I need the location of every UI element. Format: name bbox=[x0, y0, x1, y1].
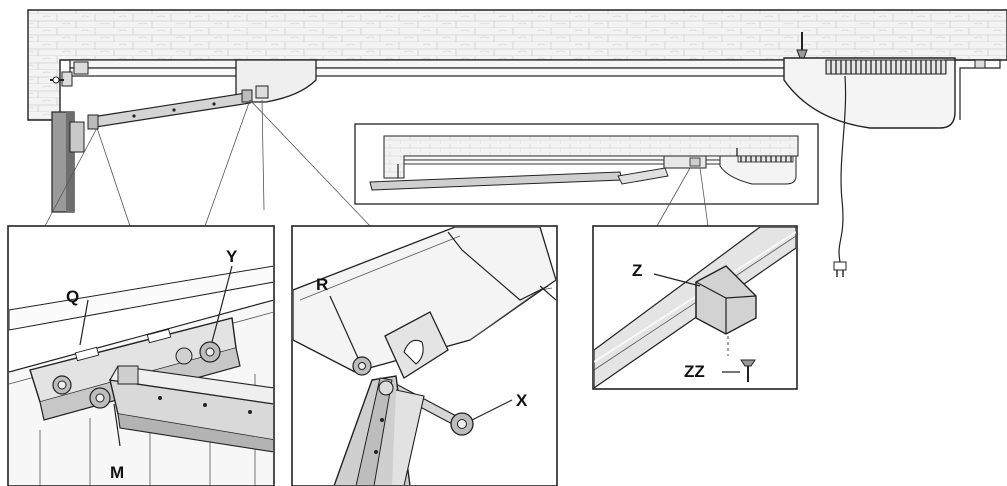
rail bbox=[69, 59, 791, 77]
label-zz: ZZ bbox=[684, 362, 705, 381]
bolt-y bbox=[175, 341, 221, 365]
label-q: Q bbox=[66, 287, 79, 306]
detail-panel-arm-bracket: Q Y M bbox=[7, 225, 275, 486]
label-y: Y bbox=[226, 247, 238, 266]
detail-panel-rail-bracket: Z ZZ bbox=[592, 225, 798, 390]
label-z: Z bbox=[632, 261, 642, 280]
screw-zz bbox=[740, 359, 756, 382]
leader-y bbox=[211, 265, 233, 343]
bolt-left bbox=[52, 375, 72, 395]
carriage bbox=[235, 59, 317, 211]
leader-q bbox=[79, 299, 89, 346]
leader-z bbox=[653, 273, 701, 287]
leader-x bbox=[471, 399, 513, 421]
label-m: M bbox=[110, 463, 124, 482]
inset-overview bbox=[354, 123, 819, 227]
door-post bbox=[51, 111, 85, 213]
door-arm bbox=[87, 89, 253, 130]
label-x: X bbox=[516, 391, 528, 410]
main-view bbox=[27, 9, 1007, 277]
label-r: R bbox=[316, 275, 328, 294]
detail-leaders bbox=[44, 99, 371, 227]
front-bracket bbox=[50, 71, 73, 87]
ceiling bbox=[27, 9, 1007, 121]
nut-r bbox=[352, 356, 372, 376]
motor-unit bbox=[783, 57, 1001, 129]
bolt-center bbox=[89, 387, 111, 409]
leader-m bbox=[113, 403, 121, 447]
leader-r bbox=[329, 295, 359, 359]
detail-panel-carriage: R X bbox=[291, 225, 558, 486]
power-cable bbox=[833, 75, 847, 277]
